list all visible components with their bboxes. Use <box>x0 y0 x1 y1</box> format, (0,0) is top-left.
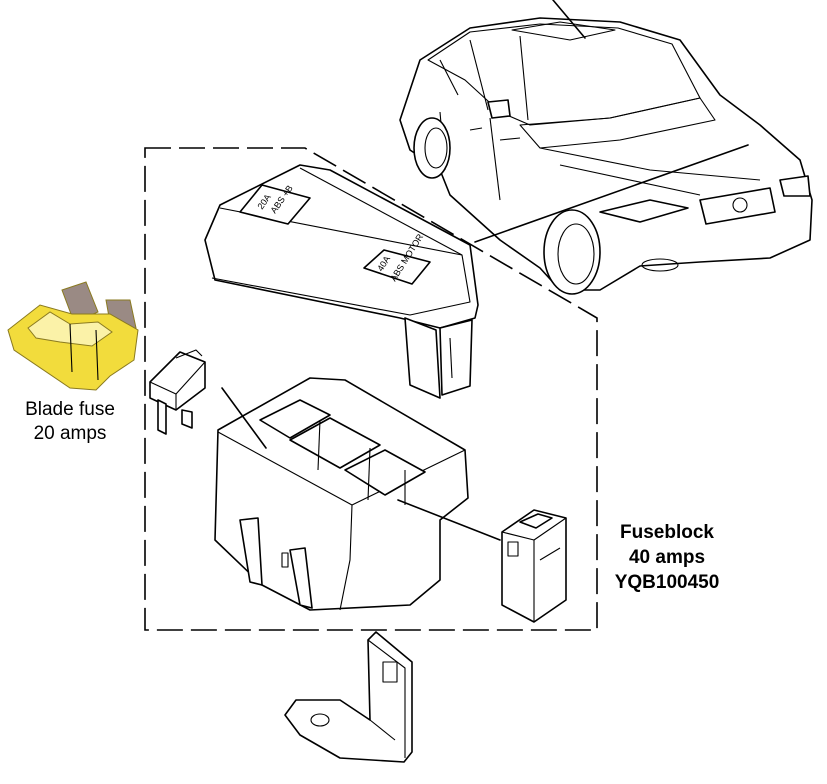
fuseblock-label-line2: 40 amps <box>628 547 706 568</box>
blade-fuse-label-line1: Blade fuse <box>25 399 115 420</box>
blade-fuse-terminal-left <box>61 281 99 323</box>
blade-fuse-label: Blade fuse 20 amps <box>4 398 136 446</box>
fuseblock-label-line1: Fuseblock <box>620 522 714 543</box>
fuseblock-drawing <box>501 509 567 623</box>
car-illustration <box>399 0 813 295</box>
blade-fuse-drawing <box>149 349 206 435</box>
fuseblock-label-line3: YQB100450 <box>614 572 720 593</box>
fuseblock-label: Fuseblock 40 amps YQB100450 <box>592 520 742 595</box>
blade-fuse-label-line2: 20 amps <box>33 423 107 444</box>
fusebox-base <box>214 377 469 611</box>
leader-line-blade <box>221 387 267 449</box>
blade-fuse-image <box>7 281 139 391</box>
dashed-callout-boundary <box>144 147 598 631</box>
fusebox-cover: 20A ABS +B 40A ABS MOTOR <box>204 164 479 399</box>
leader-line-fuseblock <box>397 499 501 541</box>
mounting-bracket <box>284 631 413 763</box>
